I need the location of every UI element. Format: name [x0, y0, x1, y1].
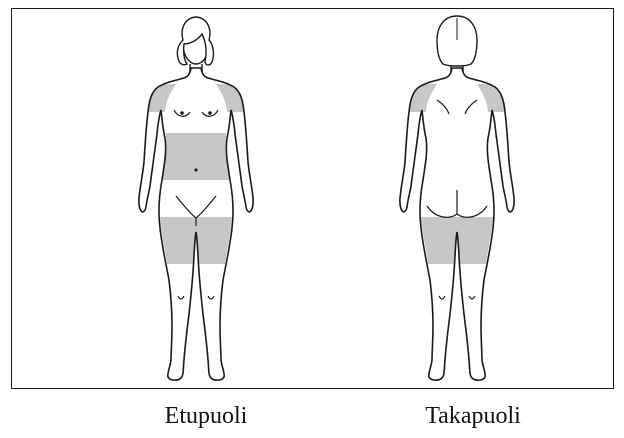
- back-figure: [400, 16, 514, 380]
- back-body-details: [427, 100, 487, 299]
- front-view-label: Etupuoli: [106, 401, 306, 431]
- front-figure: [139, 17, 253, 380]
- front-head: [177, 17, 213, 72]
- front-highlight-upper-arms: [148, 84, 244, 112]
- back-view-label: Takapuoli: [373, 401, 573, 431]
- back-highlight-thighs: [421, 217, 493, 264]
- front-highlight-waist: [162, 133, 230, 180]
- back-highlight-upper-arms: [409, 84, 505, 112]
- back-head: [437, 16, 477, 72]
